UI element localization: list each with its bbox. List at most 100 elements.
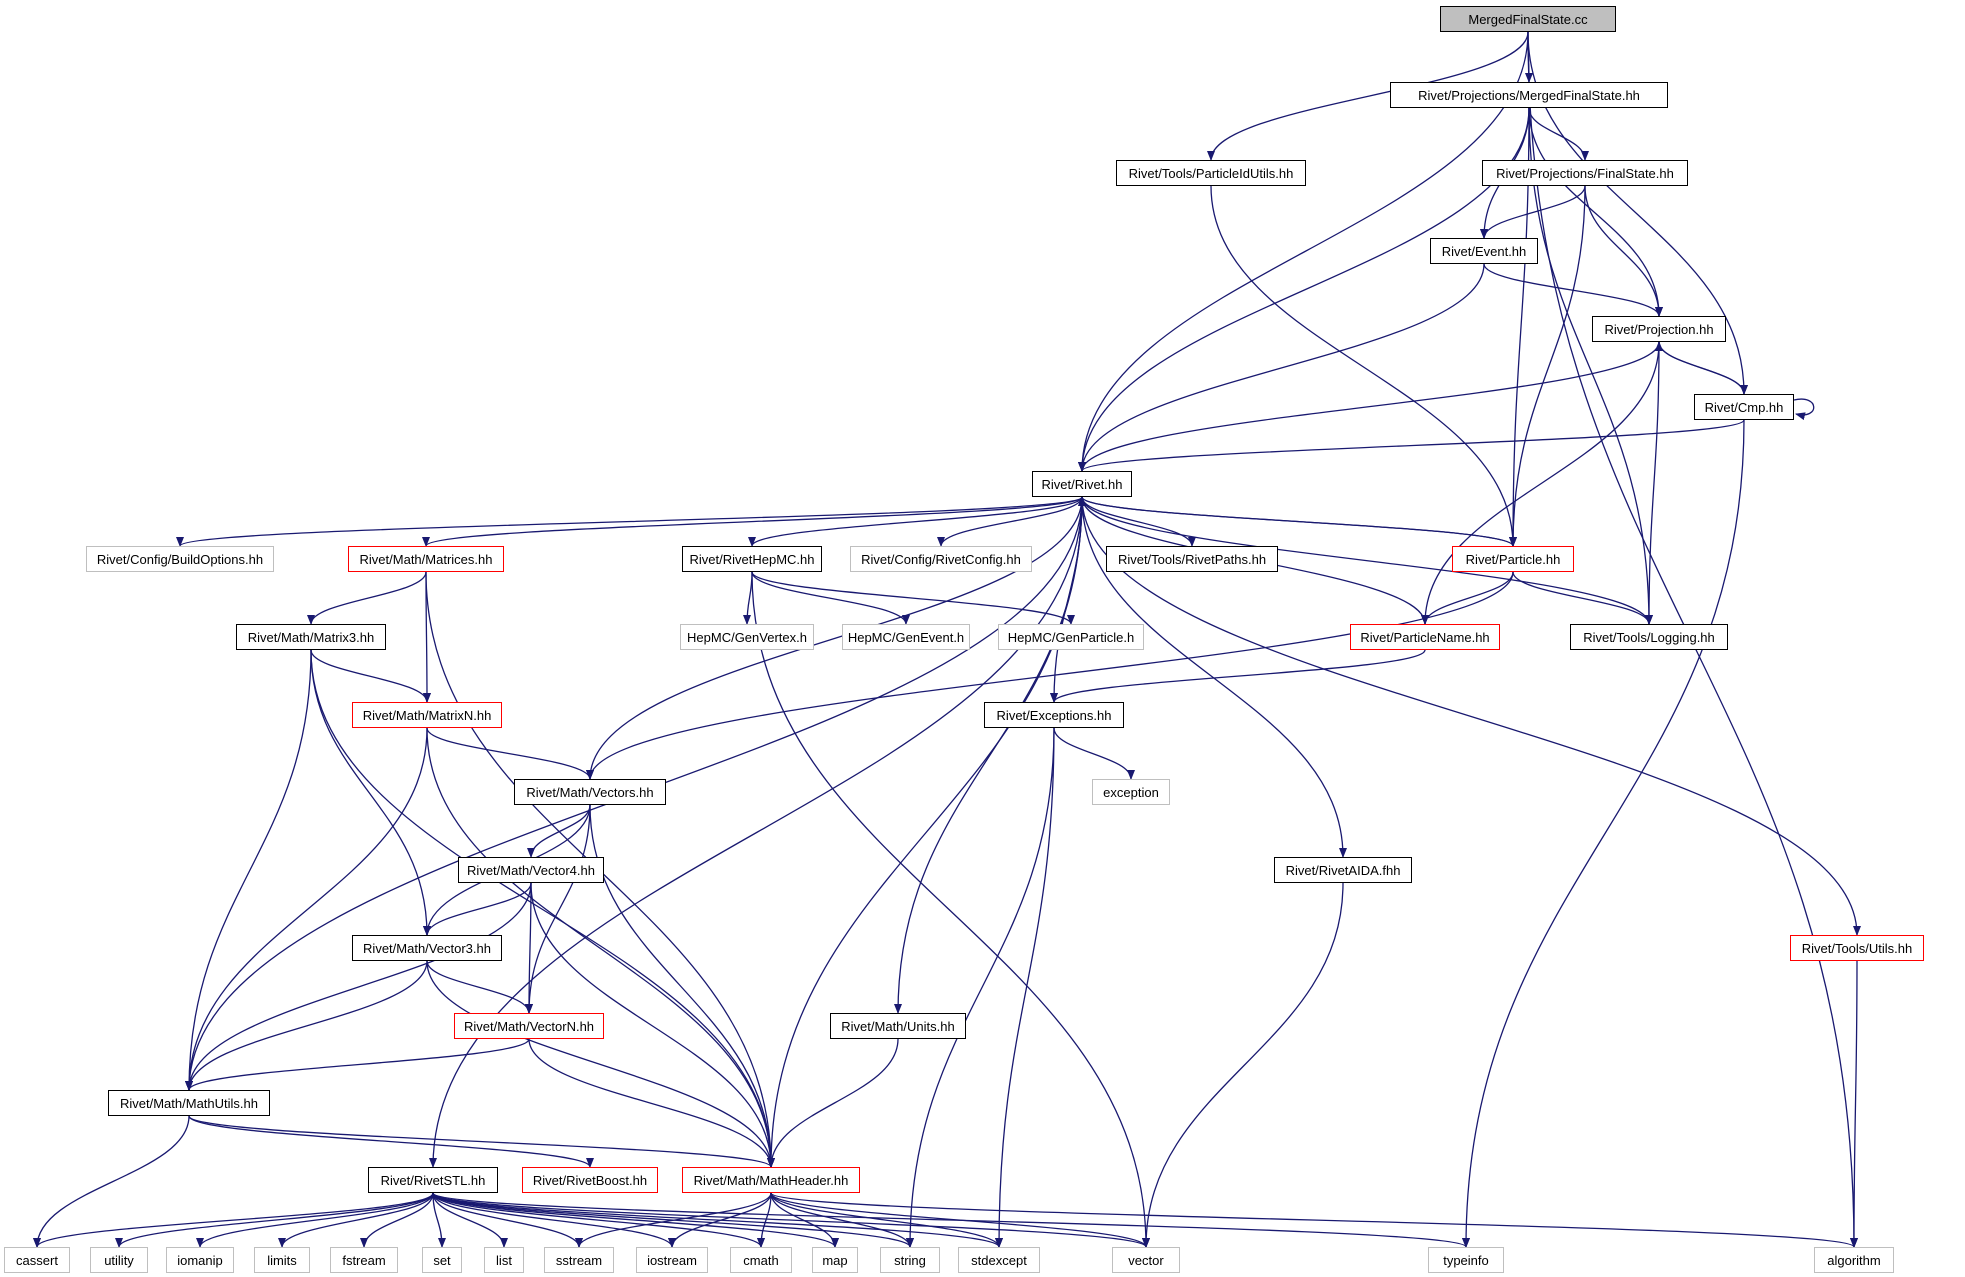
node-rivetboost-hh[interactable]: Rivet/RivetBoost.hh — [522, 1167, 658, 1193]
node-set: set — [422, 1247, 462, 1273]
dependency-edge-mfs_cc-pidutils — [1207, 31, 1529, 161]
dependency-edge-hepmc-genevent — [751, 571, 910, 625]
dependency-edge-vectors-vector4 — [527, 804, 591, 858]
dependency-edge-stl-fstream — [360, 1192, 434, 1248]
node-finalstate-hh[interactable]: Rivet/Projections/FinalState.hh — [1482, 160, 1688, 186]
dependency-edge-particlename-exceptions — [1050, 649, 1426, 703]
dependency-edge-hepmc-genvertex — [743, 571, 753, 625]
node-limits: limits — [254, 1247, 310, 1273]
dependency-edge-stl-string — [432, 1192, 914, 1248]
node-vector3-hh[interactable]: Rivet/Math/Vector3.hh — [352, 935, 502, 961]
node-iomanip: iomanip — [166, 1247, 234, 1273]
dependency-edge-exceptions-string — [906, 727, 1055, 1248]
dependency-edge-stl-iomanip — [196, 1192, 434, 1248]
node-rivetstl-hh[interactable]: Rivet/RivetSTL.hh — [368, 1167, 498, 1193]
node-matrixn-hh[interactable]: Rivet/Math/MatrixN.hh — [352, 702, 502, 728]
dependency-edge-vector3-mathheader — [426, 960, 775, 1168]
node-particleidutils-hh[interactable]: Rivet/Tools/ParticleIdUtils.hh — [1116, 160, 1306, 186]
node-vectors-hh[interactable]: Rivet/Math/Vectors.hh — [514, 779, 666, 805]
node-exceptions-hh[interactable]: Rivet/Exceptions.hh — [984, 702, 1124, 728]
dependency-edge-rivet-rivetconfig — [937, 496, 1083, 547]
node-particle-hh[interactable]: Rivet/Particle.hh — [1452, 546, 1574, 572]
dependency-edge-particle-vectors — [586, 571, 1514, 780]
node-mergedfinalstate-cc[interactable]: MergedFinalState.cc — [1440, 6, 1616, 32]
dependency-edge-rivet-aida — [1081, 496, 1347, 858]
dependency-edge-cmp-cmp — [1793, 398, 1815, 421]
dependency-edge-finalstate-projection — [1584, 185, 1663, 317]
dependency-edge-units-mathheader — [767, 1038, 899, 1168]
dependency-edge-mathutils-cassert — [33, 1115, 190, 1248]
dependency-edge-rivet-utils — [1081, 496, 1861, 936]
node-vector: vector — [1112, 1247, 1180, 1273]
dependency-edge-rivet-stl — [429, 496, 1083, 1168]
node-rivet-hh[interactable]: Rivet/Rivet.hh — [1032, 471, 1132, 497]
node-utility: utility — [90, 1247, 148, 1273]
dependency-edge-finalstate-particle — [1509, 185, 1586, 547]
dependency-edge-hepmc-genparticle — [751, 571, 1075, 625]
dependency-edge-vector3-vectorn — [426, 960, 533, 1014]
dependency-edge-event-rivet — [1078, 263, 1485, 472]
dependency-edge-mathutils-mathheader — [188, 1115, 775, 1168]
node-matrix3-hh[interactable]: Rivet/Math/Matrix3.hh — [236, 624, 386, 650]
node-rivetconfig-hh: Rivet/Config/RivetConfig.hh — [850, 546, 1032, 572]
node-fstream: fstream — [330, 1247, 398, 1273]
dependency-edge-mathheader-algorithm — [770, 1192, 1858, 1248]
node-typeinfo: typeinfo — [1428, 1247, 1504, 1273]
node-stdexcept: stdexcept — [958, 1247, 1040, 1273]
node-cmp-hh[interactable]: Rivet/Cmp.hh — [1694, 394, 1794, 420]
node-map: map — [812, 1247, 858, 1273]
node-vector4-hh[interactable]: Rivet/Math/Vector4.hh — [458, 857, 604, 883]
dependency-edge-matrix3-matrixn — [310, 649, 431, 703]
dependency-edge-stl-list — [432, 1192, 508, 1248]
node-rivetpaths-hh[interactable]: Rivet/Tools/RivetPaths.hh — [1106, 546, 1278, 572]
dependency-edge-stl-iostream — [432, 1192, 676, 1248]
node-exception: exception — [1092, 779, 1170, 805]
dependency-edge-stl-limits — [278, 1192, 434, 1248]
dependency-edge-matrix3-mathutils — [185, 649, 312, 1091]
node-particlename-hh[interactable]: Rivet/ParticleName.hh — [1350, 624, 1500, 650]
node-sstream: sstream — [544, 1247, 614, 1273]
node-buildoptions-hh: Rivet/Config/BuildOptions.hh — [86, 546, 274, 572]
dependency-edge-matrix3-mathheader — [310, 649, 775, 1168]
node-utils-hh[interactable]: Rivet/Tools/Utils.hh — [1790, 935, 1924, 961]
dependency-edge-vector3-mathutils — [185, 960, 428, 1091]
dependency-edge-mfs_cc-rivet — [1078, 31, 1529, 472]
dependency-edge-stl-map — [432, 1192, 839, 1248]
node-event-hh[interactable]: Rivet/Event.hh — [1430, 238, 1538, 264]
dependency-edge-projection-particlename — [1421, 341, 1660, 625]
dependency-edge-utils-algorithm — [1850, 960, 1859, 1248]
dependency-edge-rivet-mathheader — [767, 496, 1083, 1168]
node-list: list — [484, 1247, 524, 1273]
dependency-edge-mathheader-string — [770, 1192, 914, 1248]
node-cassert: cassert — [4, 1247, 70, 1273]
dependency-edge-particle-logging — [1512, 571, 1653, 625]
node-algorithm: algorithm — [1814, 1247, 1894, 1273]
dependency-edge-projection-logging — [1645, 341, 1660, 625]
node-projection-hh[interactable]: Rivet/Projection.hh — [1592, 316, 1726, 342]
node-rivetaida-fhh[interactable]: Rivet/RivetAIDA.fhh — [1274, 857, 1412, 883]
dependency-edge-rivet-vectors — [586, 496, 1083, 780]
dependency-edge-matrixn-vectors — [426, 727, 594, 780]
dependency-edge-cmp-rivet — [1078, 419, 1745, 472]
node-units-hh[interactable]: Rivet/Math/Units.hh — [830, 1013, 966, 1039]
dependency-edge-pidutils-particle — [1210, 185, 1517, 547]
node-mathheader-hh[interactable]: Rivet/Math/MathHeader.hh — [682, 1167, 860, 1193]
dependency-edge-matrixn-mathheader — [426, 727, 775, 1168]
node-rivethepmc-hh[interactable]: Rivet/RivetHepMC.hh — [682, 546, 822, 572]
node-mathutils-hh[interactable]: Rivet/Math/MathUtils.hh — [108, 1090, 270, 1116]
dependency-edge-rivet-paths — [1081, 496, 1196, 547]
dependency-edge-vector4-mathutils — [185, 882, 532, 1091]
dependency-edge-mathheader-stdexcept — [770, 1192, 1003, 1248]
node-vectorn-hh[interactable]: Rivet/Math/VectorN.hh — [454, 1013, 604, 1039]
node-matrices-hh[interactable]: Rivet/Math/Matrices.hh — [348, 546, 504, 572]
dependency-edge-mfs_hh-finalstate — [1528, 107, 1589, 161]
dependency-edge-matrices-matrix3 — [307, 571, 427, 625]
node-mergedfinalstate-hh[interactable]: Rivet/Projections/MergedFinalState.hh — [1390, 82, 1668, 108]
dependency-edge-projection-rivet — [1078, 341, 1660, 472]
node-iostream: iostream — [636, 1247, 708, 1273]
dependency-edge-mfs_hh-logging — [1528, 107, 1653, 625]
node-logging-hh[interactable]: Rivet/Tools/Logging.hh — [1570, 624, 1728, 650]
dependency-edge-exceptions-stdexcept — [995, 727, 1055, 1248]
dependency-edge-vectors-vectorn — [525, 804, 591, 1014]
node-genvertex-h: HepMC/GenVertex.h — [680, 624, 814, 650]
